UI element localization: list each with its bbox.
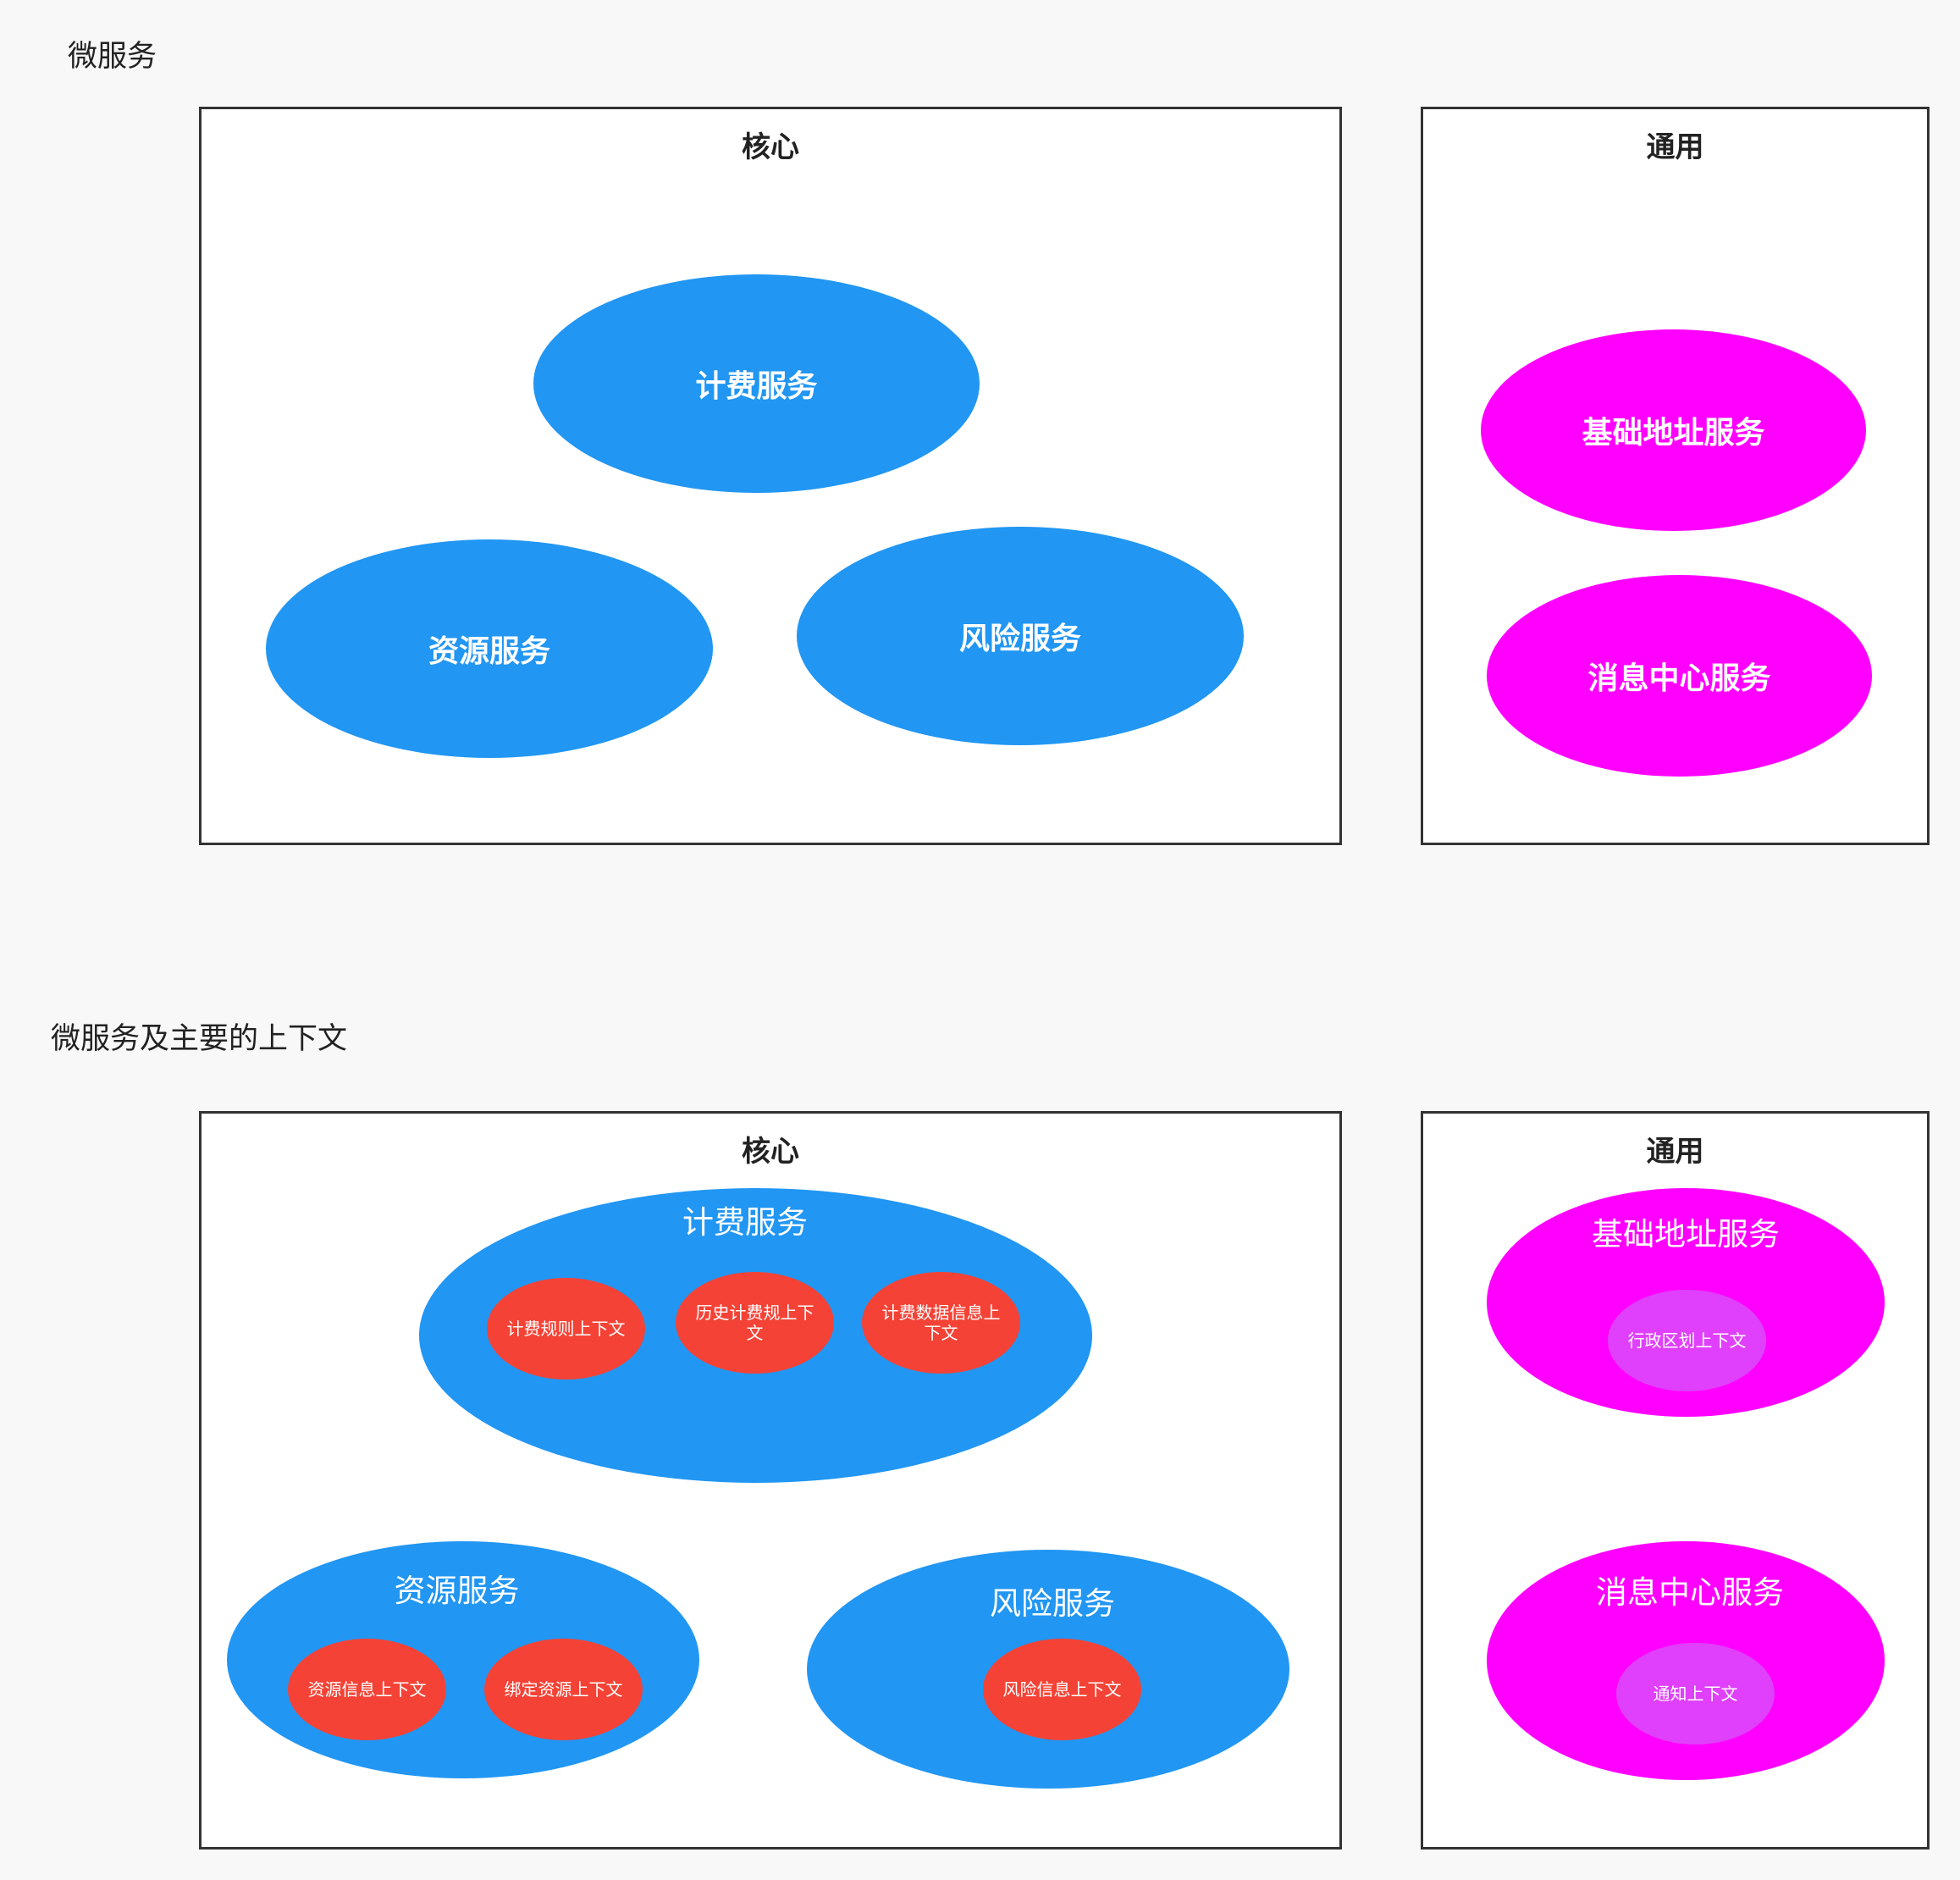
address-service: 基础地址服务 行政区划上下文 (1487, 1188, 1885, 1417)
context-label: 资源信息上下文 (307, 1679, 427, 1700)
risk-service-label: 风险服务 (958, 622, 1081, 656)
risk-service: 风险服务 风险信息上下文 (807, 1550, 1289, 1789)
address-service-label: 基础地址服务 (1592, 1216, 1780, 1252)
core-domain-box: 核心 计费服务 计费规则上下文 历史计费规上下文 计费数据信息上下文 资源服务 … (199, 1111, 1342, 1850)
message-center-service-label: 消息中心服务 (1596, 1574, 1784, 1611)
common-domain-box: 通用 基础地址服务 消息中心服务 (1421, 107, 1930, 845)
context-label: 历史计费规上下文 (695, 1302, 814, 1343)
context-label: 计费规则上下文 (506, 1319, 626, 1339)
context-ellipse: 绑定资源上下文 (484, 1639, 643, 1740)
address-service-label: 基础地址服务 (1582, 416, 1765, 451)
risk-service-label: 风险服务 (990, 1585, 1115, 1622)
resource-service: 资源服务 (266, 539, 713, 758)
context-label: 风险信息上下文 (1002, 1679, 1122, 1700)
context-ellipse: 计费规则上下文 (487, 1278, 645, 1380)
context-label: 绑定资源上下文 (504, 1679, 623, 1700)
context-ellipse: 行政区划上下文 (1608, 1290, 1766, 1391)
risk-service: 风险服务 (797, 527, 1244, 745)
billing-service: 计费服务 (533, 274, 980, 493)
context-label: 行政区划上下文 (1627, 1330, 1747, 1351)
context-ellipse: 计费数据信息上下文 (862, 1272, 1020, 1374)
billing-service: 计费服务 计费规则上下文 历史计费规上下文 计费数据信息上下文 (419, 1188, 1092, 1483)
core-domain-title: 核心 (742, 1135, 799, 1169)
context-label: 通知上下文 (1653, 1684, 1738, 1704)
billing-service-label: 计费服务 (682, 1204, 808, 1241)
core-domain-box: 核心 计费服务 资源服务 风险服务 (199, 107, 1342, 845)
resource-service-label: 资源服务 (394, 1573, 520, 1609)
section-title-microservices-contexts: 微服务及主要的上下文 (51, 1022, 348, 1056)
context-ellipse: 风险信息上下文 (983, 1639, 1141, 1740)
context-ellipse: 历史计费规上下文 (676, 1272, 834, 1374)
message-center-service: 消息中心服务 通知上下文 (1487, 1541, 1885, 1780)
resource-service-label: 资源服务 (428, 634, 550, 669)
common-domain-box: 通用 基础地址服务 行政区划上下文 消息中心服务 通知上下文 (1421, 1111, 1930, 1850)
address-service: 基础地址服务 (1481, 329, 1866, 531)
common-domain-title: 通用 (1646, 130, 1704, 164)
billing-service-label: 计费服务 (695, 369, 818, 404)
context-label: 计费数据信息上下文 (881, 1302, 1001, 1343)
context-ellipse: 资源信息上下文 (288, 1639, 446, 1740)
context-ellipse: 通知上下文 (1616, 1643, 1775, 1745)
section-title-microservices: 微服务 (68, 40, 157, 74)
message-center-service: 消息中心服务 (1487, 575, 1872, 777)
resource-service: 资源服务 资源信息上下文 绑定资源上下文 (227, 1541, 699, 1778)
common-domain-title: 通用 (1646, 1135, 1704, 1169)
message-center-service-label: 消息中心服务 (1587, 661, 1771, 696)
core-domain-title: 核心 (742, 130, 799, 164)
